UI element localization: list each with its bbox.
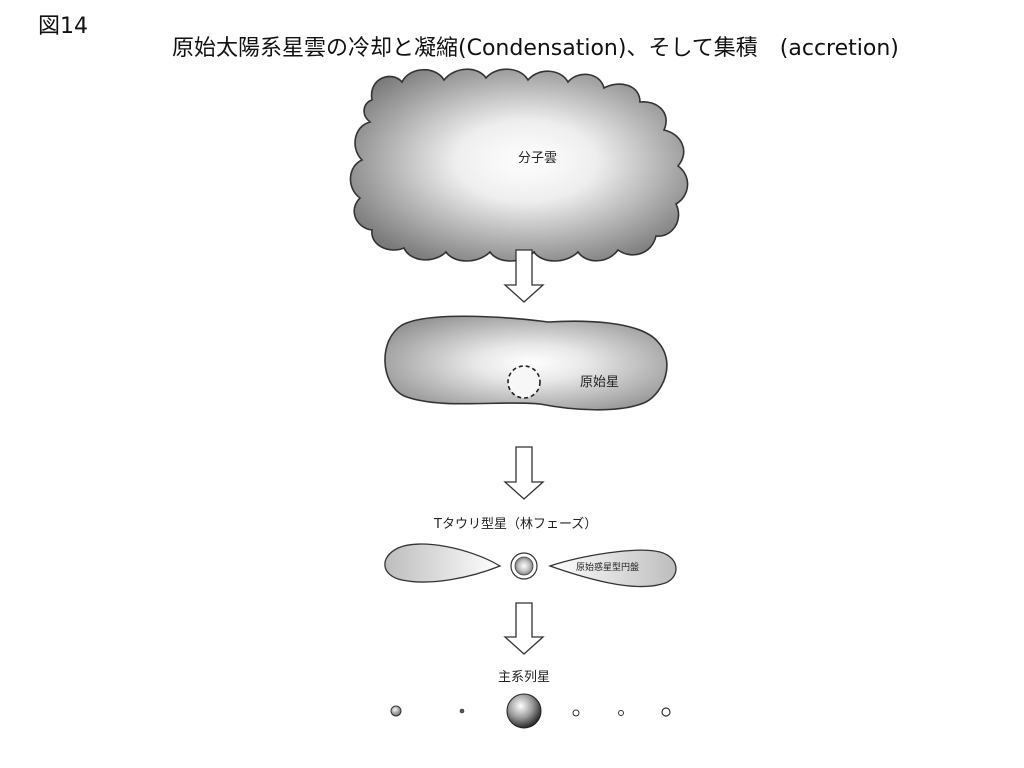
planet-icon — [390, 705, 402, 717]
t-tauri-label: Tタウリ型星（林フェーズ） — [433, 516, 597, 532]
planet-icon — [618, 710, 624, 716]
planet-icon — [572, 709, 580, 717]
arrow-down-icon — [503, 446, 545, 500]
planet-icon — [459, 708, 465, 714]
molecular-cloud-label: 分子雲 — [518, 151, 557, 166]
t-tauri-core-icon — [514, 556, 534, 576]
t-tauri-stage: Tタウリ型星（林フェーズ） 原始惑星型円盤 — [384, 516, 677, 588]
figure-title: 原始太陽系星雲の冷却と凝縮(Condensation)、そして集積 (accre… — [172, 36, 899, 61]
disk-left-lobe — [384, 543, 502, 583]
arrow-down-icon — [503, 249, 545, 303]
disk-right-lobe — [547, 549, 677, 588]
planet-icon — [661, 707, 671, 717]
sun-icon — [506, 693, 542, 729]
molecular-cloud: 分子雲 — [349, 68, 689, 262]
protostar-cloud-shape — [384, 315, 668, 411]
molecular-cloud-shape — [349, 68, 689, 262]
protostar-core-icon — [507, 365, 541, 399]
figure-number: 図14 — [38, 14, 88, 39]
main-sequence-label: 主系列星 — [498, 670, 550, 685]
protostar-cloud: 原始星 — [384, 315, 668, 411]
protoplanetary-disk-label: 原始惑星型円盤 — [576, 561, 639, 573]
arrow-down-icon — [503, 602, 545, 655]
main-sequence-stage: 主系列星 — [390, 670, 671, 729]
protostar-label: 原始星 — [580, 375, 619, 390]
